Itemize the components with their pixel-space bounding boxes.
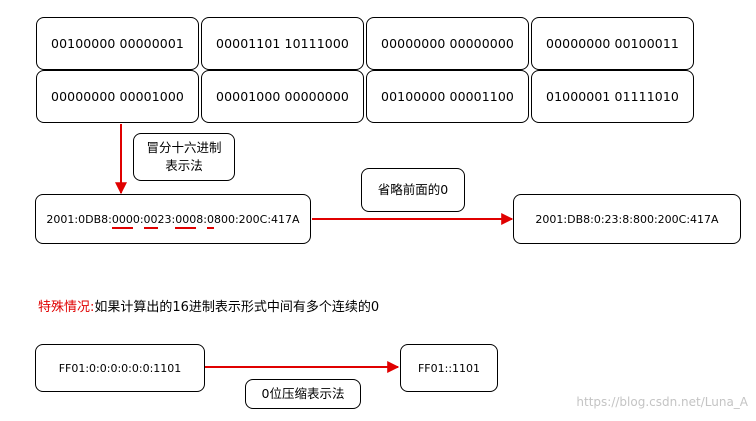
zero-short-address: FF01::1101 [417,361,481,375]
omit-label-box: 省略前面的0 [361,168,465,212]
hex-segment: 8: [196,212,207,226]
binary-cell-r1-c3: 00000000 00000000 [366,17,529,70]
hex-segment: 2001:0DB8: [46,212,112,226]
omitted-zero-segment: 00 [143,212,158,226]
omit-label-text: 省略前面的0 [377,182,449,197]
zero-short-address-box: FF01::1101 [400,344,498,392]
binary-cell-r2-c1: 00000000 00001000 [36,70,199,123]
full-hex-address-box: 2001:0DB8:0000:0023:0008:0800:200C:417A [35,194,311,244]
binary-text: 00001000 00000000 [216,89,349,104]
zero-full-address: FF01:0:0:0:0:0:0:1101 [58,361,182,375]
binary-cell-r1-c1: 00100000 00000001 [36,17,199,70]
omitted-zero-segment: 000 [175,212,197,226]
binary-text: 00000000 00000000 [381,36,514,51]
binary-cell-r1-c4: 00000000 00100011 [531,17,694,70]
omitted-zero-segment: 0 [206,212,214,226]
binary-text: 00000000 00001000 [51,89,184,104]
hex-segment: 0: [132,212,144,226]
hex-segment: 800:200C:417A [213,212,300,226]
special-case-text: 如果计算出的16进制表示形式中间有多个连续的0 [94,300,380,315]
binary-text: 01000001 01111010 [546,89,679,104]
convert-label-box: 冒分十六进制 表示法 [133,133,235,181]
zero-label-text: 0位压缩表示法 [261,386,345,401]
short-hex-address: 2001:DB8:0:23:8:800:200C:417A [535,212,719,226]
binary-text: 00001101 10111000 [216,36,349,51]
convert-label-line-1: 冒分十六进制 [146,140,222,155]
binary-text: 00100000 00001100 [381,89,514,104]
omitted-zero-segment: 000 [111,212,133,226]
watermark: https://blog.csdn.net/Luna_A [576,395,748,409]
short-hex-address-box: 2001:DB8:0:23:8:800:200C:417A [513,194,741,244]
binary-cell-r2-c2: 00001000 00000000 [201,70,364,123]
binary-cell-r2-c3: 00100000 00001100 [366,70,529,123]
binary-text: 00000000 00100011 [546,36,679,51]
zero-full-address-box: FF01:0:0:0:0:0:0:1101 [35,344,205,392]
special-case-note: 特殊情况:如果计算出的16进制表示形式中间有多个连续的0 [38,296,379,315]
binary-cell-r2-c4: 01000001 01111010 [531,70,694,123]
convert-label-line-2: 表示法 [165,158,203,173]
full-hex-address: 2001:0DB8:0000:0023:0008:0800:200C:417A [46,213,299,226]
zero-label-box: 0位压缩表示法 [245,379,361,409]
hex-segment: 23: [157,212,176,226]
special-case-prefix: 特殊情况: [38,300,95,315]
binary-cell-r1-c2: 00001101 10111000 [201,17,364,70]
binary-text: 00100000 00000001 [51,36,184,51]
